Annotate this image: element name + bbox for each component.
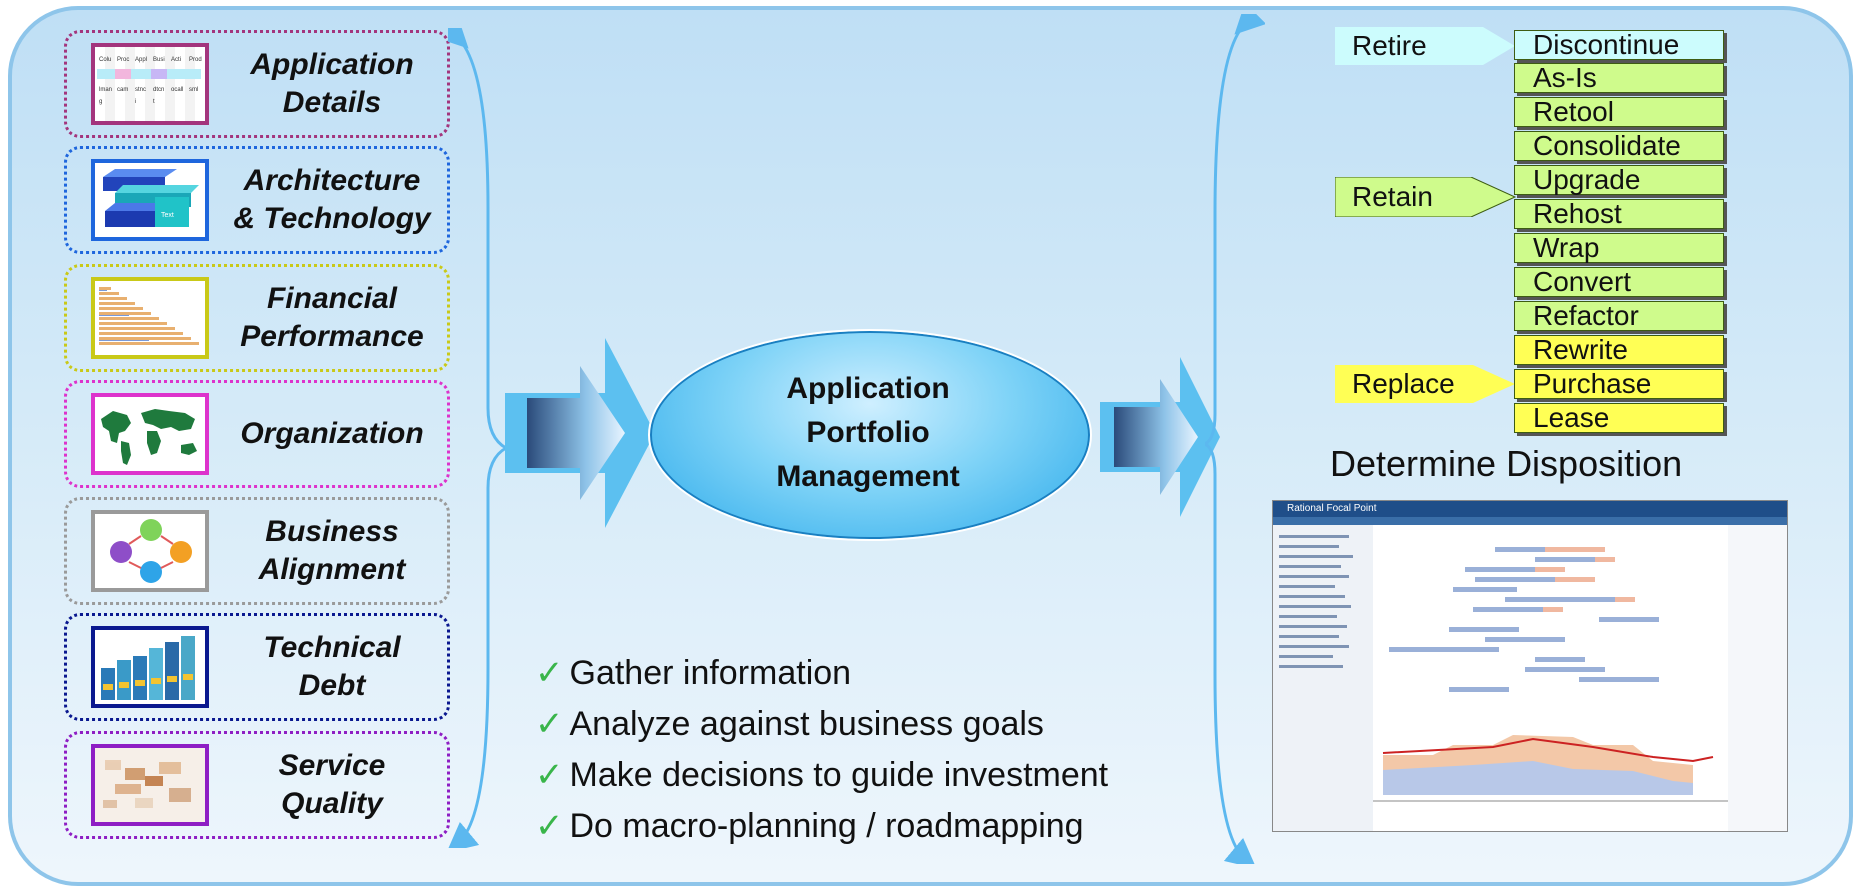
card-title-line1: Technical — [263, 631, 401, 664]
svg-text:Proc: Proc — [117, 57, 129, 63]
svg-text:Acti: Acti — [171, 57, 181, 63]
option-as-is: As-Is — [1514, 63, 1724, 93]
retain-tag-shape — [1335, 177, 1517, 217]
retire-tag: Retire — [1352, 30, 1427, 61]
center-label: Application Portfolio Management — [648, 329, 1088, 537]
option-retool: Retool — [1514, 97, 1724, 127]
svg-text:stnc: stnc — [135, 87, 146, 93]
flow-arrow-right — [1100, 357, 1220, 517]
svg-text:dtcn: dtcn — [153, 87, 164, 93]
center-line1: Application — [786, 372, 950, 405]
svg-text:lman: lman — [99, 87, 112, 93]
bullet-list: ✓Gather information ✓Analyze against bus… — [535, 648, 1108, 852]
card-title-line2: & Technology — [233, 202, 431, 235]
svg-text:cam: cam — [117, 87, 128, 93]
screenshot-title: Rational Focal Point — [1273, 501, 1787, 517]
option-refactor: Refactor — [1514, 301, 1724, 331]
card-title-line1: Business — [265, 515, 399, 548]
card-title-line1: Architecture — [243, 164, 421, 197]
svg-text:Text: Text — [161, 212, 174, 219]
checkmark-icon: ✓ — [535, 705, 564, 743]
card-title-line2: Debt — [298, 669, 366, 702]
card-title-line2: Quality — [281, 787, 383, 820]
right-bracket-arrow — [1205, 14, 1265, 864]
center-ellipse — [648, 329, 1092, 541]
card-architecture-technology: Text Architecture & Technology — [64, 146, 450, 254]
svg-text:g: g — [99, 99, 102, 105]
disposition-title: Determine Disposition — [1330, 443, 1683, 484]
svg-text:t: t — [153, 99, 155, 105]
bar-3d-thumbnail-icon — [91, 626, 209, 708]
roadmap-screenshot-icon: Rational Focal Point — [1272, 500, 1788, 832]
retain-tag: Retain — [1352, 181, 1433, 212]
option-wrap: Wrap — [1514, 233, 1724, 263]
checkmark-icon: ✓ — [535, 654, 564, 692]
svg-text:ocall: ocall — [171, 87, 183, 93]
svg-text:Busi: Busi — [153, 57, 165, 63]
blocks-3d-thumbnail-icon: Text — [91, 159, 209, 241]
bullet-item: ✓Gather information — [535, 654, 852, 692]
option-rehost: Rehost — [1514, 199, 1724, 229]
card-title-line2: Performance — [240, 320, 424, 353]
card-title-line2: Alignment — [258, 553, 406, 586]
center-line3: Management — [776, 460, 960, 493]
card-title-line1: Service — [278, 749, 386, 782]
option-purchase: Purchase — [1514, 369, 1724, 399]
bar-chart-thumbnail-icon — [91, 277, 209, 359]
bullet-item: ✓Make decisions to guide investment — [535, 756, 1109, 794]
option-rewrite: Rewrite — [1514, 335, 1724, 365]
option-lease: Lease — [1514, 403, 1724, 433]
world-map-thumbnail-icon — [91, 393, 209, 475]
checkmark-icon: ✓ — [535, 807, 564, 845]
svg-text:Prod: Prod — [189, 57, 202, 63]
bullet-item: ✓Analyze against business goals — [535, 705, 1044, 743]
option-consolidate: Consolidate — [1514, 131, 1724, 161]
card-title-line1: Organization — [240, 417, 424, 450]
card-title-line1: Application — [250, 48, 414, 81]
bullet-item: ✓Do macro-planning / roadmapping — [535, 807, 1084, 845]
card-title-line2: Details — [282, 86, 382, 119]
replace-tag: Replace — [1352, 368, 1455, 399]
roadmap-chart-graphic — [1273, 525, 1787, 831]
card-title-line1: Financial — [266, 282, 398, 315]
heatmap-thumbnail-icon — [91, 744, 209, 826]
replace-tag-shape — [1335, 365, 1515, 403]
svg-text:Appl: Appl — [135, 57, 147, 63]
retire-tag-shape — [1335, 27, 1515, 65]
svg-text:sml: sml — [189, 87, 198, 93]
cycle-diagram-thumbnail-icon — [91, 510, 209, 592]
option-discontinue: Discontinue — [1514, 30, 1724, 60]
center-line2: Portfolio — [806, 416, 930, 449]
svg-text:i: i — [135, 99, 136, 105]
option-upgrade: Upgrade — [1514, 165, 1724, 195]
card-organization: Organization — [64, 380, 450, 488]
option-convert: Convert — [1514, 267, 1724, 297]
flow-arrow-left — [505, 338, 655, 528]
checkmark-icon: ✓ — [535, 756, 564, 794]
svg-text:Colu: Colu — [99, 57, 111, 63]
left-bracket-arrow — [448, 28, 508, 848]
